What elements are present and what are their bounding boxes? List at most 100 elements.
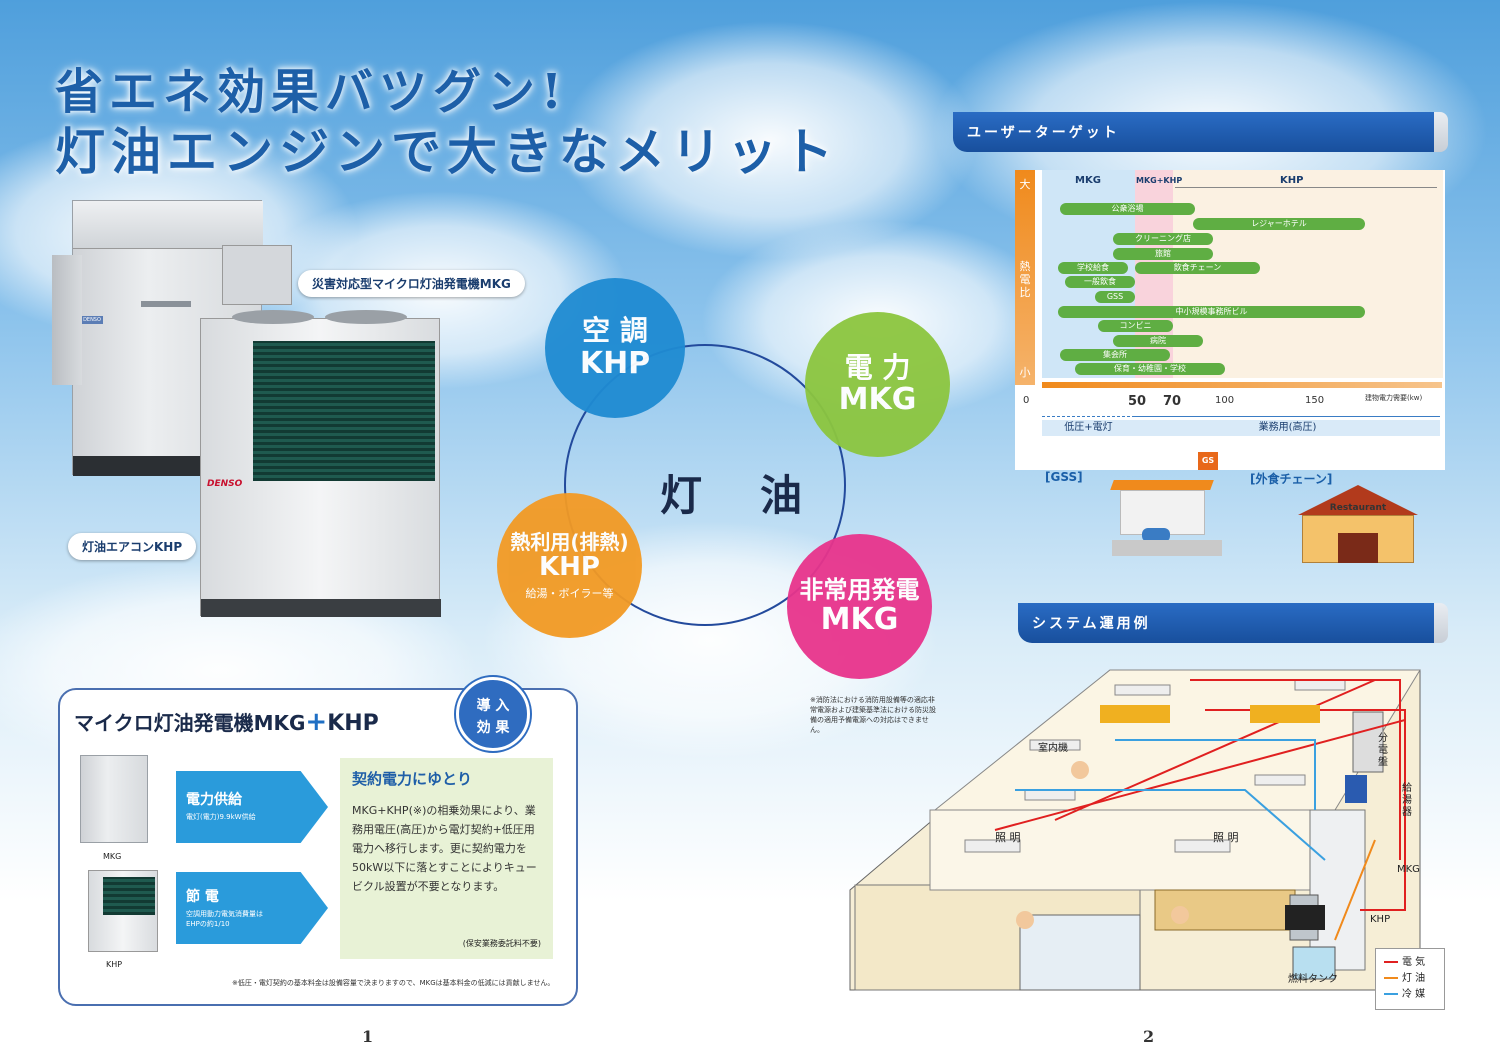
power-saving-sub1: 空調用動力電気消費量は	[186, 910, 263, 918]
low-band-line	[1042, 416, 1135, 417]
effect-badge: 導 入 効 果	[456, 677, 530, 751]
mkg-side-duct	[52, 255, 82, 385]
lighting-label-1: 照 明	[995, 831, 1021, 844]
headline-line1: 省エネ効果バツグン!	[55, 64, 569, 120]
mkg-top-unit	[222, 245, 292, 305]
x-tick: 100	[1215, 395, 1235, 406]
band-low-label: 低圧+電灯	[1042, 420, 1135, 436]
mkg-caption: MKG	[103, 852, 122, 861]
circle-heat-product: KHP	[539, 552, 600, 583]
system-diagram	[849, 669, 1421, 991]
bar-restaurant-chain: 飲食チェーン	[1135, 262, 1260, 274]
y-bottom-label: 小	[1019, 366, 1031, 379]
bar-leisure-hotel: レジャーホテル	[1193, 218, 1365, 230]
benefit-title-mkg: マイクロ灯油発電機MKG	[74, 711, 306, 735]
legend-electric: 電 気	[1402, 957, 1426, 968]
power-supply-title: 電力供給	[186, 792, 242, 808]
mkg-thumbnail	[80, 755, 148, 843]
circle-aircon-product: KHP	[579, 345, 651, 381]
cloud	[560, 20, 980, 260]
mkg-product-label: 災害対応型マイクロ灯油発電機MKG	[298, 270, 525, 297]
contract-box-note: (保安業務委託料不要)	[462, 939, 541, 948]
khp-machine-image: DENSO	[200, 318, 441, 617]
fan-top-icon	[325, 310, 407, 324]
benefit-title-khp: KHP	[327, 711, 379, 736]
y-axis-label: 熱電比	[1019, 260, 1031, 299]
legend-item: 灯 油	[1384, 971, 1436, 987]
bar-meeting-hall: 集会所	[1060, 349, 1170, 361]
bar-public-bath: 公衆浴場	[1060, 203, 1195, 215]
x-tick: 50	[1128, 394, 1147, 409]
benefit-title: マイクロ灯油発電機MKG+KHP	[74, 707, 379, 737]
mkg-brand: DENSO	[81, 316, 103, 324]
circle-aircon-title: 空 調	[582, 314, 648, 348]
benefit-footnote: ※低圧・電灯契約の基本料金は設備容量で決まりますので、MKGは基本料金の低減には…	[232, 979, 555, 987]
badge-line1: 導 入	[476, 698, 510, 714]
circle-heat: 熱利用(排熱) KHP 給湯・ボイラー等	[497, 493, 642, 638]
center-footnote: ※消防法における消防用設備等の適応非常電源および建築基準法における防災設備の適用…	[810, 696, 936, 734]
bar-cleaning: クリーニング店	[1113, 233, 1213, 245]
x-axis-label: 建物電力需要(kw)	[1365, 394, 1423, 402]
bar-gss: GSS	[1095, 291, 1135, 303]
x-tick: 70	[1163, 394, 1182, 409]
contract-box-title: 契約電力にゆとり	[352, 770, 473, 788]
legend-kerosene: 灯 油	[1402, 973, 1426, 984]
power-saving-title: 節 電	[186, 889, 219, 905]
gss-caption: [GSS]	[1045, 470, 1083, 484]
khp-caption: KHP	[106, 960, 123, 969]
circle-aircon: 空 調 KHP	[545, 278, 685, 418]
gss-illustration: GS	[1110, 452, 1222, 558]
legend-item: 電 気	[1384, 955, 1436, 971]
legend-item: 冷 媒	[1384, 987, 1436, 1003]
circle-power: 電 力 MKG	[805, 312, 950, 457]
headline-line2: 灯油エンジンで大きなメリット	[55, 122, 839, 181]
x-axis-bar	[1042, 382, 1442, 388]
chain-caption: [外食チェーン]	[1250, 472, 1333, 486]
x-tick: 0	[1023, 395, 1030, 406]
circle-heat-title: 熱利用(排熱)	[510, 530, 629, 555]
distribution-panel-label: 分電盤	[1378, 733, 1388, 768]
legend-refrigerant: 冷 媒	[1402, 989, 1426, 1000]
bar-convenience-store: コンビニ	[1098, 320, 1173, 332]
khp-system-label: KHP	[1370, 914, 1391, 925]
lighting-label-2: 照 明	[1213, 831, 1239, 844]
target-chart: 大 熱電比 小 MKG MKG+KHP KHP 公衆浴場 レジャーホテル クリー…	[1015, 170, 1445, 470]
khp-thumbnail	[88, 870, 158, 952]
bar-school-lunch: 学校給食	[1058, 262, 1128, 274]
restaurant-illustration: Restaurant	[1298, 485, 1418, 565]
target-heading: ユーザーターゲット	[953, 112, 1448, 152]
bar-hospital: 病院	[1113, 335, 1203, 347]
power-saving-sub2: EHPの約1/10	[186, 920, 230, 928]
restaurant-sign: Restaurant	[1329, 503, 1387, 513]
y-top-label: 大	[1019, 178, 1031, 191]
circle-heat-sub: 給湯・ボイラー等	[525, 586, 614, 600]
page-number-right: 2	[1143, 1027, 1155, 1046]
zone-mkg-khp-label: MKG+KHP	[1136, 176, 1183, 185]
fuel-tank-label: 燃料タンク	[1288, 974, 1338, 985]
circle-power-product: MKG	[838, 382, 917, 418]
system-legend: 電 気 灯 油 冷 媒	[1375, 948, 1445, 1010]
page-number-left: 1	[362, 1027, 374, 1046]
fan-top-icon	[232, 310, 314, 324]
zone-mkg-label: MKG	[1075, 175, 1101, 186]
circle-power-title: 電 力	[844, 350, 911, 384]
high-band-line	[1135, 416, 1440, 417]
connector-ring	[564, 344, 846, 626]
power-supply-sub: 電灯(電力)9.9kW供給	[186, 813, 256, 821]
indoor-unit-label: 室内機	[1038, 743, 1068, 754]
plus-icon: +	[305, 707, 328, 737]
khp-product-label: 灯油エアコンKHP	[68, 533, 197, 560]
mkg-system-label: MKG	[1397, 864, 1420, 875]
bar-office-building: 中小規模事務所ビル	[1058, 306, 1365, 318]
x-tick: 150	[1305, 395, 1325, 406]
bar-nursery-school: 保育・幼稚園・学校	[1075, 363, 1225, 375]
power-supply-arrow: 電力供給 電灯(電力)9.9kW供給	[176, 771, 328, 843]
zone-khp	[1173, 170, 1443, 378]
khp-arrow-line	[1175, 187, 1437, 188]
band-high-label: 業務用(高圧)	[1135, 420, 1440, 436]
zone-khp-label: KHP	[1280, 175, 1304, 186]
circle-emergency-product: MKG	[820, 602, 899, 638]
bar-ryokan: 旅館	[1113, 248, 1213, 260]
khp-brand: DENSO	[207, 479, 243, 489]
bar-general-dining: 一般飲食	[1065, 276, 1135, 288]
